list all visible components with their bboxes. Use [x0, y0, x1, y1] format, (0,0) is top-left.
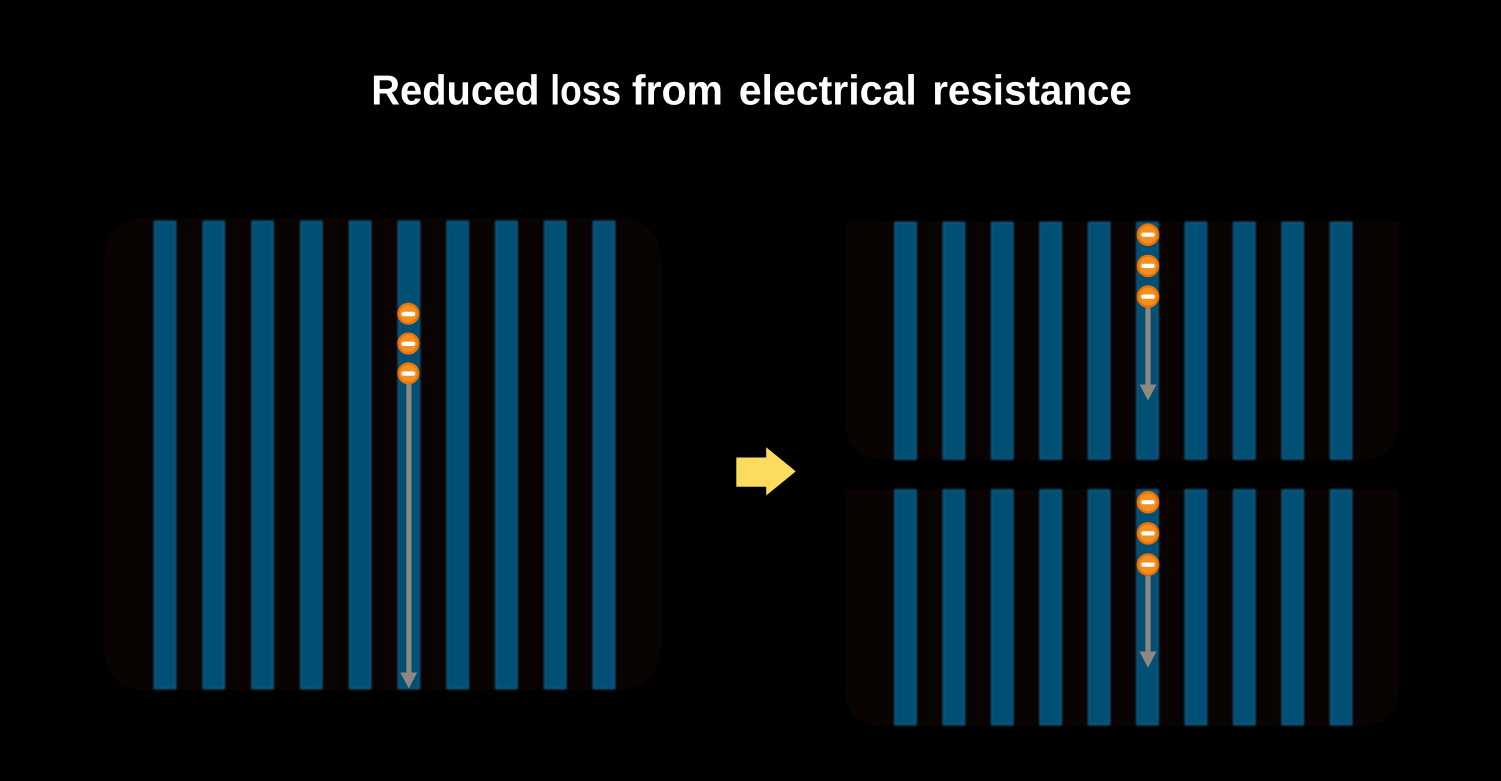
svg-text:loss: loss	[550, 67, 621, 114]
svg-text:from: from	[632, 67, 723, 114]
svg-text:resistance: resistance	[932, 67, 1132, 114]
svg-text:Reduced: Reduced	[371, 67, 539, 114]
svg-text:electrical: electrical	[739, 67, 917, 114]
